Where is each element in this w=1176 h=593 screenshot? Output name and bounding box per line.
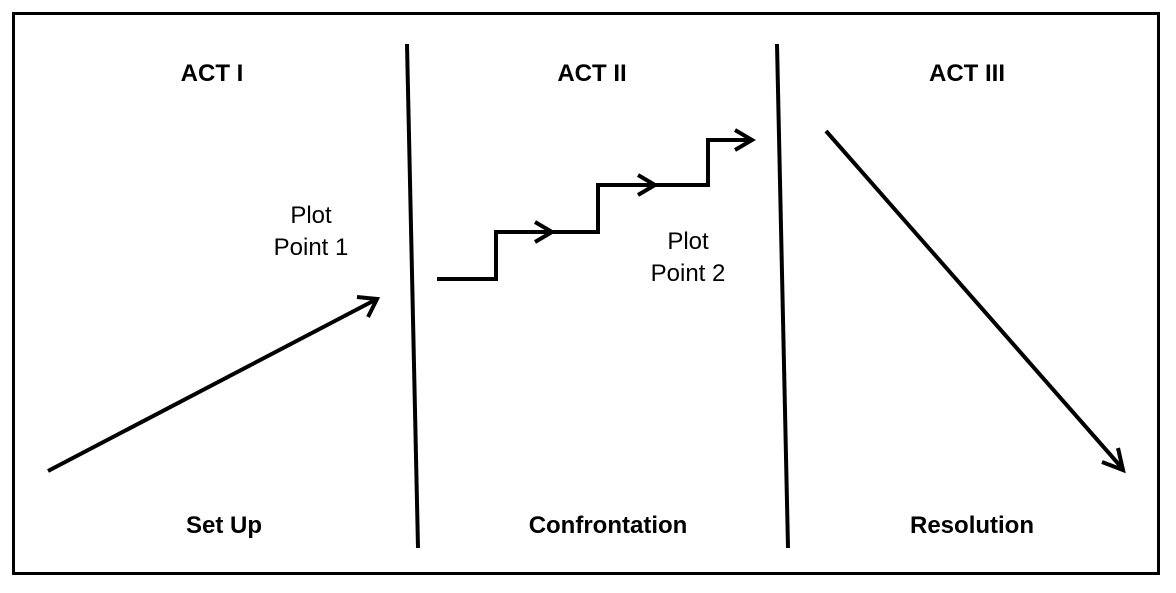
diagram-frame <box>12 12 1160 575</box>
phase-label-confrontation: Confrontation <box>528 512 688 539</box>
act-2-title: ACT II <box>557 60 627 87</box>
plot-point-1-label: Plot Point 1 <box>274 200 349 265</box>
plot-point-2-label: Plot Point 2 <box>651 226 726 291</box>
phase-label-resolution: Resolution <box>910 512 1034 539</box>
act-1-title: ACT I <box>180 60 244 87</box>
plot-point-1-line2: Point 1 <box>273 234 349 262</box>
plot-point-2-line1: Plot <box>667 228 709 255</box>
rising-action-arrow <box>47 295 381 473</box>
plot-point-2-line2: Point 2 <box>650 260 726 288</box>
stair-arrowhead-2 <box>636 173 659 197</box>
stair-arrowhead-1 <box>533 220 556 244</box>
act-divider-2 <box>775 43 790 549</box>
stair-arrowhead-3 <box>733 128 756 152</box>
phase-label-set-up: Set Up <box>185 512 263 539</box>
falling-action-arrow <box>824 129 1126 474</box>
act-divider-1 <box>405 43 420 549</box>
confrontation-staircase-arrow <box>437 128 756 281</box>
act-3-title: ACT III <box>929 60 1005 87</box>
plot-point-1-line1: Plot <box>290 202 332 229</box>
